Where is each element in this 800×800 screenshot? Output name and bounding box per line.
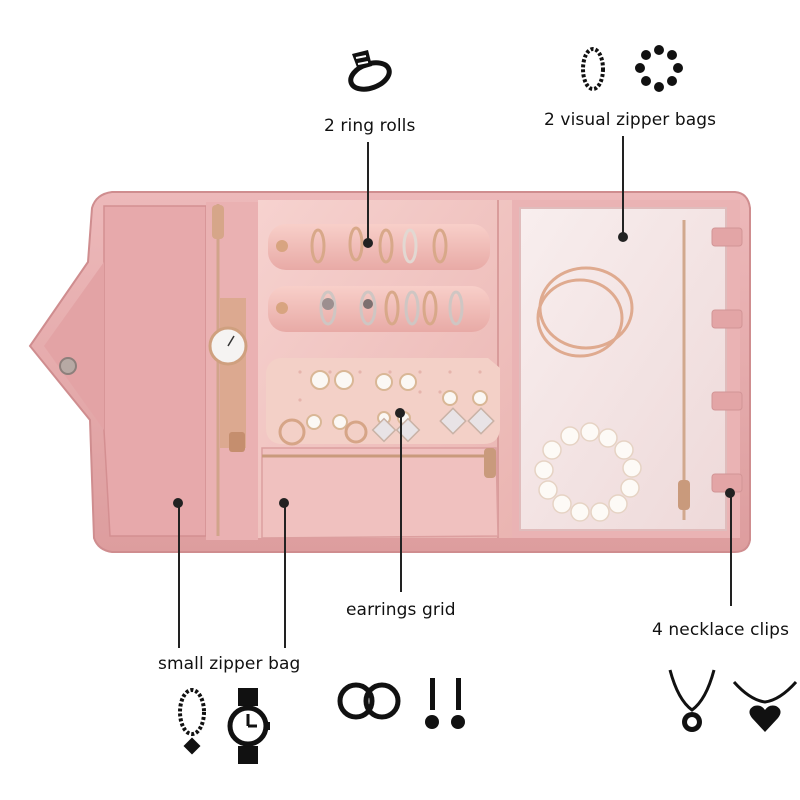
watch-icon <box>227 688 270 764</box>
zipper-bags-dot <box>618 232 628 242</box>
small-zipper-bag-label: small zipper bag <box>158 654 301 674</box>
pendant-necklace-icon <box>668 669 716 732</box>
earrings-grid-dot <box>395 408 405 418</box>
necklace-clips-leader <box>730 494 732 606</box>
small-zipper-bag <box>261 447 499 539</box>
necklace-clips-label: 4 necklace clips <box>652 620 790 640</box>
small-zipper-bag-dot-right <box>279 498 289 508</box>
pendant-bracelet-icon <box>178 688 206 755</box>
heart-necklace-icon <box>732 681 798 732</box>
small-zipper-bag-leader-left <box>178 504 180 648</box>
earrings-grid-label: earrings grid <box>346 600 456 620</box>
ring-icon <box>348 50 392 92</box>
bangle-bracelet-icon <box>581 47 605 91</box>
drop-earrings-icon <box>425 678 465 729</box>
small-zipper-bag-dot-left <box>173 498 183 508</box>
snap-button <box>59 357 77 375</box>
zipper-bags-label: 2 visual zipper bags <box>544 110 717 130</box>
earrings-grid-leader <box>400 414 402 592</box>
ring-rolls-dot <box>363 238 373 248</box>
small-zipper-bag-leader-right <box>284 504 286 648</box>
zipper-bags-leader <box>622 136 624 236</box>
ring-rolls-leader <box>367 142 369 242</box>
hoop-earrings-icon <box>337 682 401 720</box>
necklace-clips-dot <box>725 488 735 498</box>
ring-rolls-label: 2 ring rolls <box>324 116 416 136</box>
beaded-bracelet-icon <box>635 45 683 92</box>
left-flap <box>103 205 207 537</box>
